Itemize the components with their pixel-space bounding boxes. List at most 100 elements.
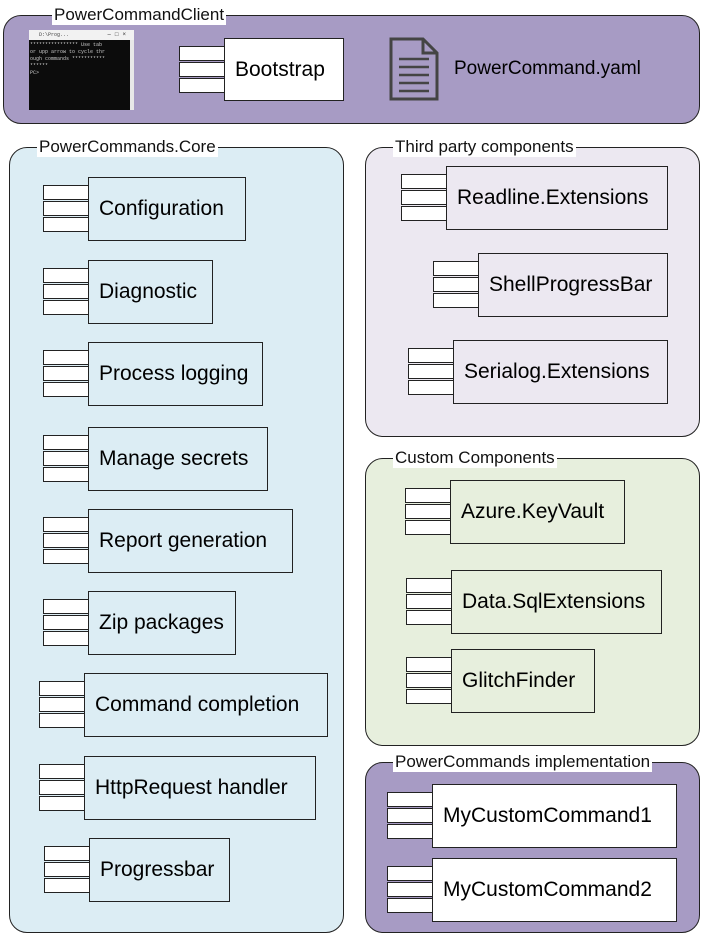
config-file-label: PowerCommand.yaml [454,58,641,79]
component-tab-icon [405,504,451,519]
component-azure-keyvault: Azure.KeyVault [405,480,625,544]
component-tab-icon [179,46,225,61]
console-window-controls-icon: –□× [107,32,130,38]
component-tab-icon [405,488,451,503]
component-label: Report generation [99,529,268,552]
component-tab-icon [401,190,447,205]
component-tab-icon [433,277,479,292]
component-tab-icon [406,578,452,593]
component-body: Azure.KeyVault [450,480,625,544]
component-label: Progressbar [100,858,215,881]
component-mycustomcommand1: MyCustomCommand1 [387,784,677,848]
component-tab-icon [179,78,225,93]
component-tab-icon [43,268,89,283]
component-label: Diagnostic [99,280,198,303]
component-tab-icon [408,380,454,395]
component-label: ShellProgressBar [489,273,653,296]
component-tab-icon [43,549,89,564]
component-report-generation: Report generation [43,509,293,573]
component-body: Serialog.Extensions [453,340,668,404]
component-command-completion: Command completion [39,673,328,737]
component-label: Data.SqlExtensions [462,590,646,613]
component-mycustomcommand2: MyCustomCommand2 [387,858,677,922]
component-tab-icon [387,792,433,807]
component-tab-icon [387,808,433,823]
component-body: Diagnostic [88,260,213,324]
group-title-powercommands-implementation: PowerCommands implementation [393,752,653,772]
component-body: Process logging [88,342,263,406]
component-diagnostic: Diagnostic [43,260,213,324]
component-label: Configuration [99,197,224,220]
component-tab-icon [43,382,89,397]
component-tab-icon [406,594,452,609]
component-label: MyCustomCommand2 [443,878,652,901]
group-title-powercommands-core: PowerCommands.Core [37,137,218,157]
component-label: HttpRequest handler [95,776,288,799]
component-tab-icon [387,824,433,839]
component-readline-extensions: Readline.Extensions [401,166,668,230]
component-body: Data.SqlExtensions [451,570,662,634]
component-label: Process logging [99,362,249,385]
component-serialog-extensions: Serialog.Extensions [408,340,668,404]
component-tab-icon [406,610,452,625]
component-tab-icon [387,898,433,913]
component-tab-icon [43,517,89,532]
component-label: Serialog.Extensions [464,360,650,383]
component-tab-icon [43,217,89,232]
component-tab-icon [179,62,225,77]
component-tab-icon [43,350,89,365]
component-tab-icon [406,689,452,704]
component-tab-icon [43,435,89,450]
component-body: Command completion [84,673,328,737]
component-tab-icon [408,348,454,363]
component-body: Manage secrets [88,427,268,491]
component-tab-icon [408,364,454,379]
component-label: Zip packages [99,611,224,634]
component-body: ShellProgressBar [478,253,668,317]
console-text: **************** Use tab or upp arrow to… [30,42,106,76]
component-body: GlitchFinder [451,649,595,713]
component-tab-icon [43,467,89,482]
component-label: Command completion [95,693,300,716]
component-body: Bootstrap [224,38,344,101]
document-file-icon [389,37,439,101]
component-data-sqlextensions: Data.SqlExtensions [406,570,662,634]
component-body: HttpRequest handler [84,756,316,820]
component-label: GlitchFinder [462,669,576,692]
component-tab-icon [43,300,89,315]
component-tab-icon [44,862,90,877]
component-tab-icon [43,599,89,614]
component-label: Bootstrap [235,57,325,81]
group-title-powercommand-client: PowerCommandClient [52,5,227,25]
component-tab-icon [39,681,85,696]
component-label: Azure.KeyVault [461,500,605,523]
console-title-bar [29,30,134,40]
component-label: Readline.Extensions [457,186,649,209]
component-process-logging: Process logging [43,342,263,406]
component-tab-icon [43,451,89,466]
component-tab-icon [43,185,89,200]
component-tab-icon [39,713,85,728]
component-tab-icon [406,657,452,672]
component-body: Configuration [88,177,246,241]
console-scrollbar [130,40,134,110]
component-configuration: Configuration [43,177,246,241]
console-title: D:\Prog... [39,32,70,38]
component-tab-icon [43,284,89,299]
component-progressbar: Progressbar [44,838,230,902]
component-tab-icon [387,866,433,881]
component-bootstrap: Bootstrap [179,38,344,101]
component-body: MyCustomCommand2 [432,858,677,922]
component-httprequest-handler: HttpRequest handler [39,756,316,820]
component-shellprogressbar: ShellProgressBar [433,253,668,317]
component-tab-icon [433,261,479,276]
component-tab-icon [43,533,89,548]
component-label: MyCustomCommand1 [443,804,652,827]
component-tab-icon [433,293,479,308]
component-tab-icon [43,366,89,381]
component-tab-icon [401,206,447,221]
component-body: Readline.Extensions [446,166,668,230]
component-tab-icon [43,631,89,646]
component-tab-icon [43,201,89,216]
group-title-custom-components: Custom Components [393,448,557,468]
